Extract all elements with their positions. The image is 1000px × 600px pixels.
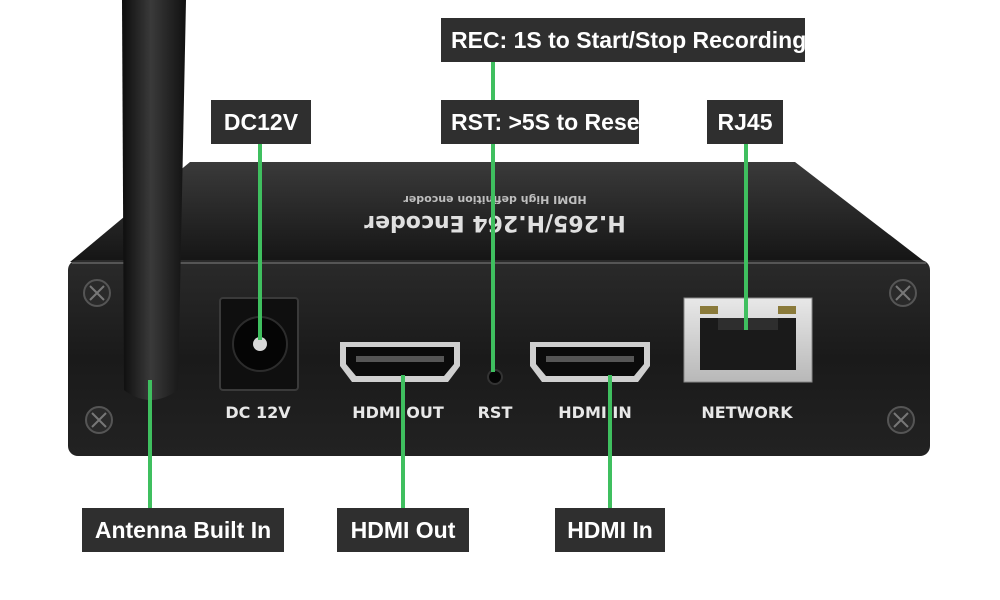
screw-icon [887,406,915,434]
reset-button-hole [487,369,503,385]
hdmi-out-port [340,342,460,382]
callout-rst: RST: >5S to Reset [441,100,647,144]
port-label-network: NETWORK [701,403,793,422]
callout-rec: REC: 1S to Start/Stop Recording [441,18,806,62]
callout-rj45: RJ45 [707,100,783,144]
device-top-surface [70,162,925,262]
callout-hdmi-out: HDMI Out [337,508,469,552]
callout-dc12v: DC12V [211,100,311,144]
hdmi-in-port [530,342,650,382]
port-label-rst: RST [478,403,513,422]
port-label-hdmi-in: HDMI IN [558,403,631,422]
callout-hdmi-in: HDMI In [555,508,665,552]
callout-antenna: Antenna Built In [82,508,284,552]
port-label-dc: DC 12V [225,403,291,422]
port-label-hdmi-out: HDMI OUT [352,403,444,422]
screw-icon [83,279,111,307]
leader-lines [148,62,748,508]
antenna [122,0,186,400]
screw-icon [889,279,917,307]
screw-icon [85,406,113,434]
dc-power-jack [219,297,299,391]
